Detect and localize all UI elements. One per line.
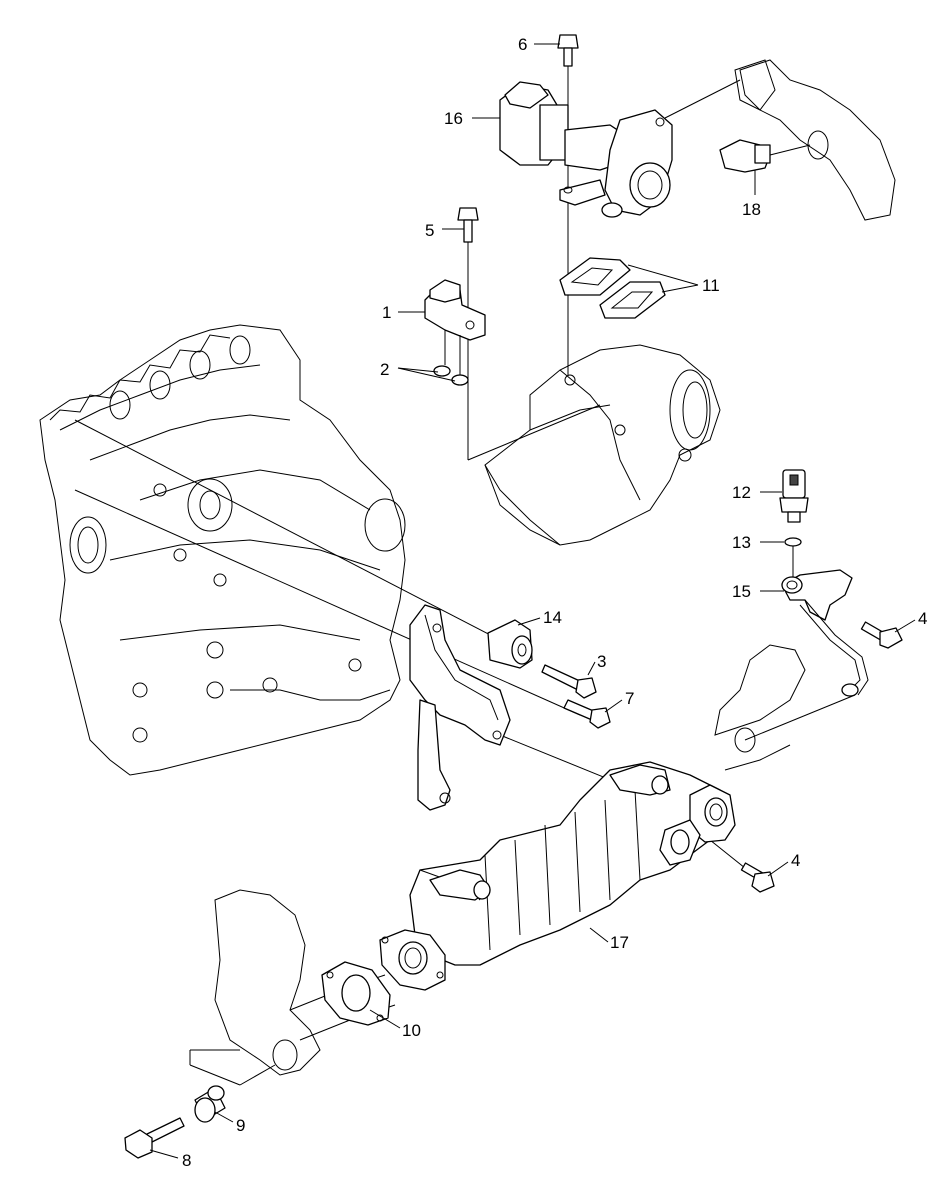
callout-18: 18 — [742, 200, 761, 219]
part-9-sleeve — [194, 1085, 226, 1123]
part-15-pipe-bracket — [781, 569, 869, 697]
part-2-washers — [433, 365, 469, 386]
callout-1: 1 — [382, 303, 391, 322]
part-3-bolt — [541, 664, 597, 699]
callout-8: 8 — [182, 1151, 191, 1170]
callout-4-lower: 4 — [791, 851, 800, 870]
intake-manifold — [484, 344, 721, 546]
part-13-o-ring — [784, 537, 802, 547]
exhaust-pipe — [734, 59, 896, 221]
part-10-gasket — [321, 961, 391, 1026]
callout-5: 5 — [425, 221, 434, 240]
part-7-bolt — [563, 699, 611, 729]
part-12-pressure-switch — [779, 469, 809, 523]
callout-16: 16 — [444, 109, 463, 128]
part-11-gaskets — [559, 257, 666, 319]
callout-13: 13 — [732, 533, 751, 552]
part-5-bolt — [457, 207, 479, 243]
part-1-component — [424, 279, 486, 378]
callout-9: 9 — [236, 1116, 245, 1135]
part-16-egr-valve — [499, 81, 673, 218]
egr-pipe — [714, 644, 806, 771]
part-6-bolt — [557, 34, 579, 67]
callouts: 6 16 18 5 11 1 2 12 13 15 4 — [149, 35, 927, 1170]
callout-17: 17 — [610, 933, 629, 952]
callout-7: 7 — [625, 689, 634, 708]
callout-14: 14 — [543, 608, 562, 627]
callout-2: 2 — [380, 360, 389, 379]
engine-block — [39, 324, 406, 776]
callout-4-upper: 4 — [918, 609, 927, 628]
part-17-egr-cooler — [379, 761, 736, 991]
part-18-sensor — [719, 139, 771, 173]
callout-15: 15 — [732, 582, 751, 601]
part-8-bolt — [124, 1117, 185, 1159]
callout-11: 11 — [702, 276, 720, 295]
part-4-bolt-lower — [740, 862, 775, 893]
callout-3: 3 — [597, 652, 606, 671]
callout-12: 12 — [732, 483, 751, 502]
callout-6: 6 — [518, 35, 527, 54]
callout-10: 10 — [402, 1021, 421, 1040]
part-4-bolt-upper — [860, 621, 903, 649]
part-14-bracket — [409, 604, 533, 811]
